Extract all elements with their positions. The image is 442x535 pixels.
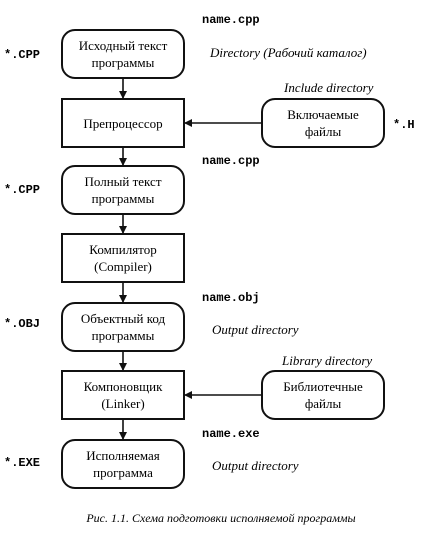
- box-object: Объектный код программы: [61, 302, 185, 352]
- file-name-exe: name.exe: [202, 427, 260, 441]
- box-full-text: Полный текст программы: [61, 165, 185, 215]
- box-executable: Исполняемая программа: [61, 439, 185, 489]
- box-source-line2: программы: [92, 55, 155, 70]
- box-preprocessor-label: Препроцессор: [83, 116, 162, 131]
- box-linker: Компоновщик (Linker): [61, 370, 185, 420]
- ext-cpp-source: *.CPP: [4, 48, 40, 62]
- box-source: Исходный текст программы: [61, 29, 185, 79]
- box-includes-line2: файлы: [305, 124, 342, 139]
- box-libraries-line1: Библиотечные: [283, 379, 363, 394]
- box-executable-line2: программа: [93, 465, 153, 480]
- file-name-source: name.cpp: [202, 13, 260, 27]
- box-libraries-line2: файлы: [305, 396, 342, 411]
- dir-output-obj: Output directory: [212, 322, 299, 337]
- figure-caption: Рис. 1.1. Схема подготовки исполняемой п…: [85, 511, 355, 525]
- box-linker-line2: (Linker): [101, 396, 144, 411]
- box-object-line2: программы: [92, 328, 155, 343]
- dir-library: Library directory: [281, 353, 372, 368]
- file-name-full: name.cpp: [202, 154, 260, 168]
- box-executable-line1: Исполняемая: [86, 448, 160, 463]
- box-preprocessor: Препроцессор: [61, 98, 185, 148]
- ext-obj: *.OBJ: [4, 317, 40, 331]
- box-includes: Включаемые файлы: [261, 98, 385, 148]
- dir-working: Directory (Рабочий каталог): [209, 45, 367, 60]
- file-name-obj: name.obj: [202, 291, 260, 305]
- box-full-text-line1: Полный текст: [85, 174, 162, 189]
- dir-output-exe: Output directory: [212, 458, 299, 473]
- box-object-line1: Объектный код: [81, 311, 166, 326]
- box-source-line1: Исходный текст: [79, 38, 168, 53]
- box-libraries: Библиотечные файлы: [261, 370, 385, 420]
- box-compiler-line2: (Compiler): [94, 259, 152, 274]
- box-full-text-line2: программы: [92, 191, 155, 206]
- ext-h: *.H: [393, 118, 415, 132]
- dir-include: Include directory: [283, 80, 374, 95]
- box-includes-line1: Включаемые: [287, 107, 359, 122]
- box-compiler: Компилятор (Compiler): [61, 233, 185, 283]
- ext-cpp-full: *.CPP: [4, 183, 40, 197]
- ext-exe: *.EXE: [4, 456, 40, 470]
- box-linker-line1: Компоновщик: [84, 379, 164, 394]
- box-compiler-line1: Компилятор: [89, 242, 156, 257]
